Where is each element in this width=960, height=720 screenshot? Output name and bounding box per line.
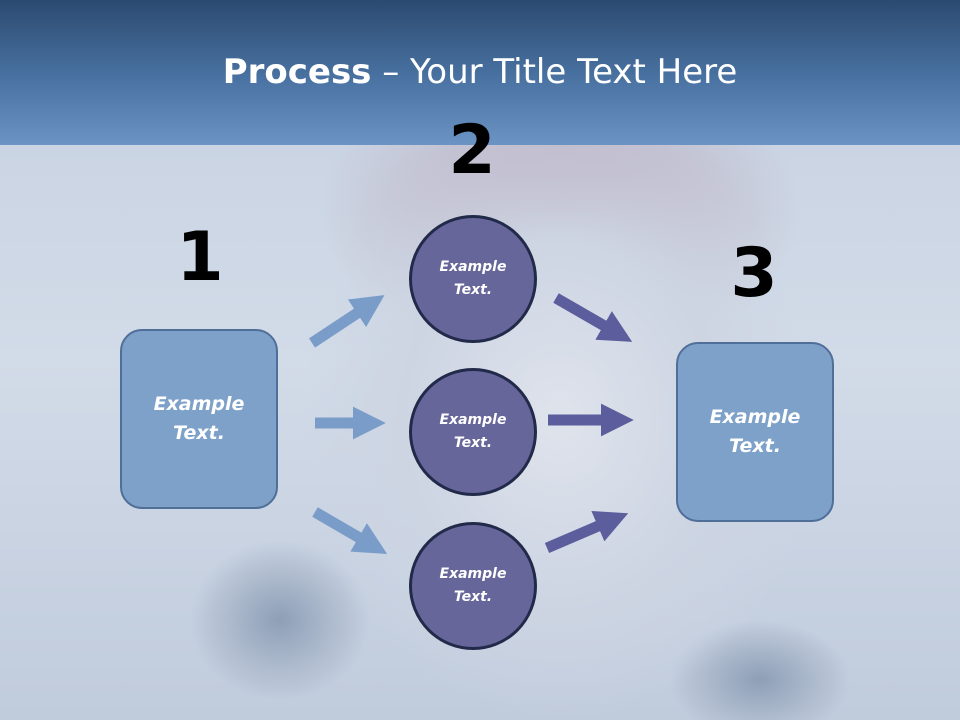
arrow-left-upper (308, 295, 385, 348)
box-left-line1: Example (153, 393, 245, 415)
box-right-line2: Text. (729, 435, 781, 457)
title-bar (0, 0, 960, 145)
box-left-line2: Text. (173, 422, 225, 444)
title-bold: Process (222, 52, 372, 92)
step-number-3: 3 (730, 234, 778, 313)
circle-text: Example (439, 259, 507, 275)
arrow-right-lower (544, 511, 629, 554)
arrow-left-lower (312, 507, 388, 554)
step-number-1: 1 (176, 218, 224, 297)
circle-text: Example (439, 566, 507, 582)
box-right-line1: Example (709, 406, 801, 428)
circle-text: Text. (453, 435, 493, 451)
circle-text: Text. (453, 282, 493, 298)
arrow-right-upper (553, 293, 633, 342)
circle-text: Example (439, 412, 507, 428)
circle-text: Text. (453, 589, 493, 605)
title-rest: – Your Title Text Here (371, 52, 738, 92)
slide-title: Process – Your Title Text Here (0, 52, 960, 92)
step-number-2: 2 (448, 111, 496, 190)
